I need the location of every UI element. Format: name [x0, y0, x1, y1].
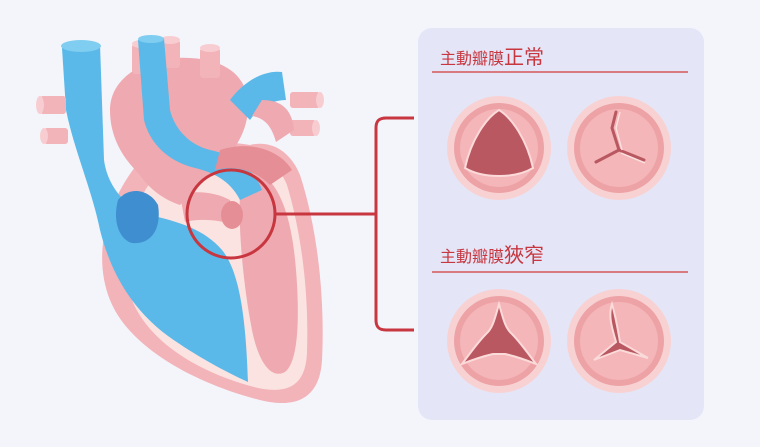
heading-valve-normal: 主動瓣膜正常 — [440, 44, 544, 70]
heading-base-text: 主動瓣膜 — [440, 49, 505, 68]
heading-divider — [432, 271, 688, 273]
heart-icon — [36, 35, 324, 404]
heading-emphasis-text: 狹窄 — [504, 243, 545, 267]
valve-stenosis-open-icon — [447, 289, 551, 393]
valve-normal-open-icon — [447, 96, 551, 200]
valve-stenosis-closed-icon — [567, 289, 671, 393]
heading-valve-stenosis: 主動瓣膜狹窄 — [440, 242, 544, 268]
heading-divider — [432, 71, 688, 73]
heading-base-text: 主動瓣膜 — [440, 247, 505, 266]
valve-normal-closed-icon — [567, 96, 671, 200]
bracket-connector — [275, 116, 414, 332]
heading-emphasis-text: 正常 — [504, 45, 545, 69]
